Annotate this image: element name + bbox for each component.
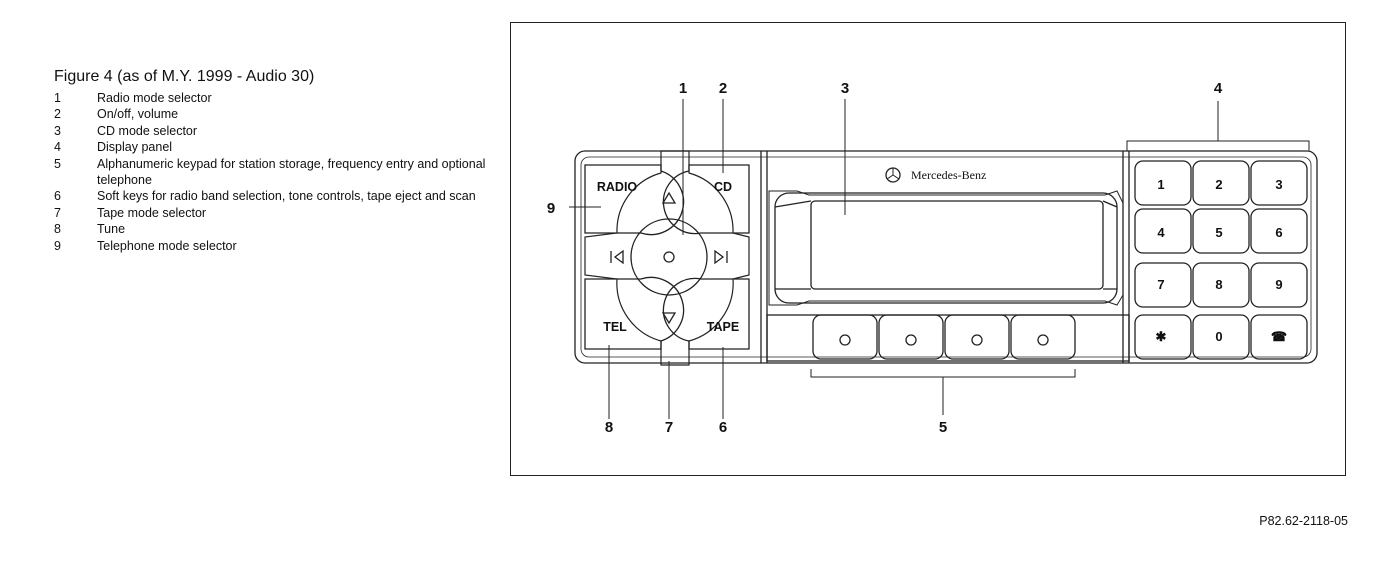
legend-number: 6 bbox=[54, 189, 61, 204]
faceplate bbox=[574, 150, 1318, 364]
keypad-key: 7 bbox=[1157, 277, 1164, 292]
legend-item: 4 Display panel bbox=[54, 139, 494, 155]
legend-item: 9 Telephone mode selector bbox=[54, 238, 494, 254]
legend-number: 9 bbox=[54, 238, 61, 253]
legend-number: 1 bbox=[54, 91, 61, 105]
legend-text: CD mode selector bbox=[97, 123, 198, 138]
callout-3: 3 bbox=[841, 80, 849, 97]
keypad-key: ☎ bbox=[1271, 329, 1287, 344]
callout-4: 4 bbox=[1214, 80, 1223, 97]
keypad-key: ✱ bbox=[1156, 329, 1167, 344]
prev-arrow-icon bbox=[610, 249, 624, 265]
legend-number: 4 bbox=[54, 140, 61, 155]
callout-7: 7 bbox=[665, 419, 673, 436]
radio-diagram: RADIO CD TEL TAPE 1 2 3 4 5 6 7 8 9 ✱ 0 … bbox=[547, 80, 1318, 436]
callout-5: 5 bbox=[939, 419, 947, 436]
volume-knob bbox=[630, 218, 708, 296]
display-bezel-outer bbox=[768, 190, 1124, 306]
tel-label: TEL bbox=[603, 320, 627, 334]
tel-button bbox=[584, 276, 685, 350]
keypad-grid bbox=[1134, 160, 1308, 360]
softkey-dot bbox=[905, 334, 917, 346]
radio-button bbox=[584, 164, 685, 236]
legend-number: 3 bbox=[54, 123, 61, 138]
bezel-facets bbox=[774, 200, 1118, 290]
legend-list: 1 Radio mode selector 2 On/off, volume 3 CD… bbox=[54, 90, 494, 254]
mercedes-star-lines bbox=[886, 168, 900, 180]
tape-button bbox=[662, 277, 750, 350]
legend-number: 2 bbox=[54, 107, 61, 122]
rocker-ring bbox=[584, 150, 750, 366]
reference-code: P82.62-2118-05 bbox=[1259, 514, 1348, 528]
leader-lines bbox=[569, 99, 1310, 419]
legend-item: 7 Tape mode selector bbox=[54, 205, 494, 221]
legend-item: 5 Alphanumeric keypad for station storage… bbox=[54, 156, 494, 189]
knob-center bbox=[663, 251, 675, 263]
legend-text: Tune bbox=[97, 222, 126, 237]
up-arrow-icon bbox=[661, 191, 677, 204]
softkey bbox=[1010, 314, 1076, 360]
callout-9: 9 bbox=[547, 200, 555, 217]
legend-text: Display panel bbox=[97, 140, 173, 155]
keypad-key: 6 bbox=[1275, 225, 1282, 240]
legend-text: Telephone mode selector bbox=[97, 238, 237, 253]
cd-label: CD bbox=[714, 180, 732, 194]
legend-item: 6 Soft keys for radio band selection, ton… bbox=[54, 188, 494, 204]
legend-text: Alphanumeric keypad for station storage,… bbox=[97, 156, 486, 188]
display-panel bbox=[810, 200, 1104, 290]
keypad-key: 0 bbox=[1215, 329, 1222, 344]
keypad-key: 5 bbox=[1215, 225, 1222, 240]
next-arrow-icon bbox=[714, 249, 728, 265]
keypad-key: 9 bbox=[1275, 277, 1282, 292]
legend-item: 2 On/off, volume bbox=[54, 106, 494, 122]
down-arrow-icon bbox=[661, 312, 677, 325]
legend-text: Radio mode selector bbox=[97, 91, 212, 105]
radio-label: RADIO bbox=[597, 180, 638, 194]
softkey bbox=[812, 314, 878, 360]
softkey-dot bbox=[839, 334, 851, 346]
legend-text: On/off, volume bbox=[97, 107, 179, 122]
softkey-dot bbox=[971, 334, 983, 346]
display-bezel bbox=[774, 192, 1118, 304]
keypad-key: 4 bbox=[1157, 225, 1165, 240]
legend-item: 8 Tune bbox=[54, 221, 494, 237]
callout-6: 6 bbox=[719, 419, 727, 436]
figure-title: Figure 4 (as of M.Y. 1999 - Audio 30) bbox=[54, 68, 315, 85]
keypad-key: 3 bbox=[1275, 177, 1282, 192]
legend-number: 8 bbox=[54, 222, 61, 237]
keypad-key: 1 bbox=[1157, 177, 1164, 192]
brand-logo-text: Mercedes-Benz bbox=[911, 168, 986, 182]
faceplate-inner bbox=[580, 156, 1312, 358]
keypad-key: 2 bbox=[1215, 177, 1222, 192]
legend-text: Tape mode selector bbox=[97, 205, 207, 220]
legend-number: 5 bbox=[54, 156, 61, 171]
legend-item: 3 CD mode selector bbox=[54, 123, 494, 139]
legend-item: 1 Radio mode selector bbox=[54, 90, 494, 106]
figure-frame: RADIO CD TEL TAPE 1 2 3 4 5 6 7 8 9 ✱ 0 … bbox=[510, 22, 1346, 476]
keypad-key: 8 bbox=[1215, 277, 1222, 292]
callout-1: 1 bbox=[679, 80, 687, 97]
tape-label: TAPE bbox=[707, 320, 739, 334]
callout-8: 8 bbox=[605, 419, 613, 436]
softkey-dot bbox=[1037, 334, 1049, 346]
softkey bbox=[878, 314, 944, 360]
softkey-group bbox=[812, 314, 1076, 360]
figure-caption: Figure 4 (as of M.Y. 1999 - Audio 30) 1 R… bbox=[54, 68, 494, 254]
callout-2: 2 bbox=[719, 80, 727, 97]
legend-number: 7 bbox=[54, 205, 61, 220]
legend-text: Soft keys for radio band selection, tone… bbox=[97, 189, 476, 204]
softkey bbox=[944, 314, 1010, 360]
